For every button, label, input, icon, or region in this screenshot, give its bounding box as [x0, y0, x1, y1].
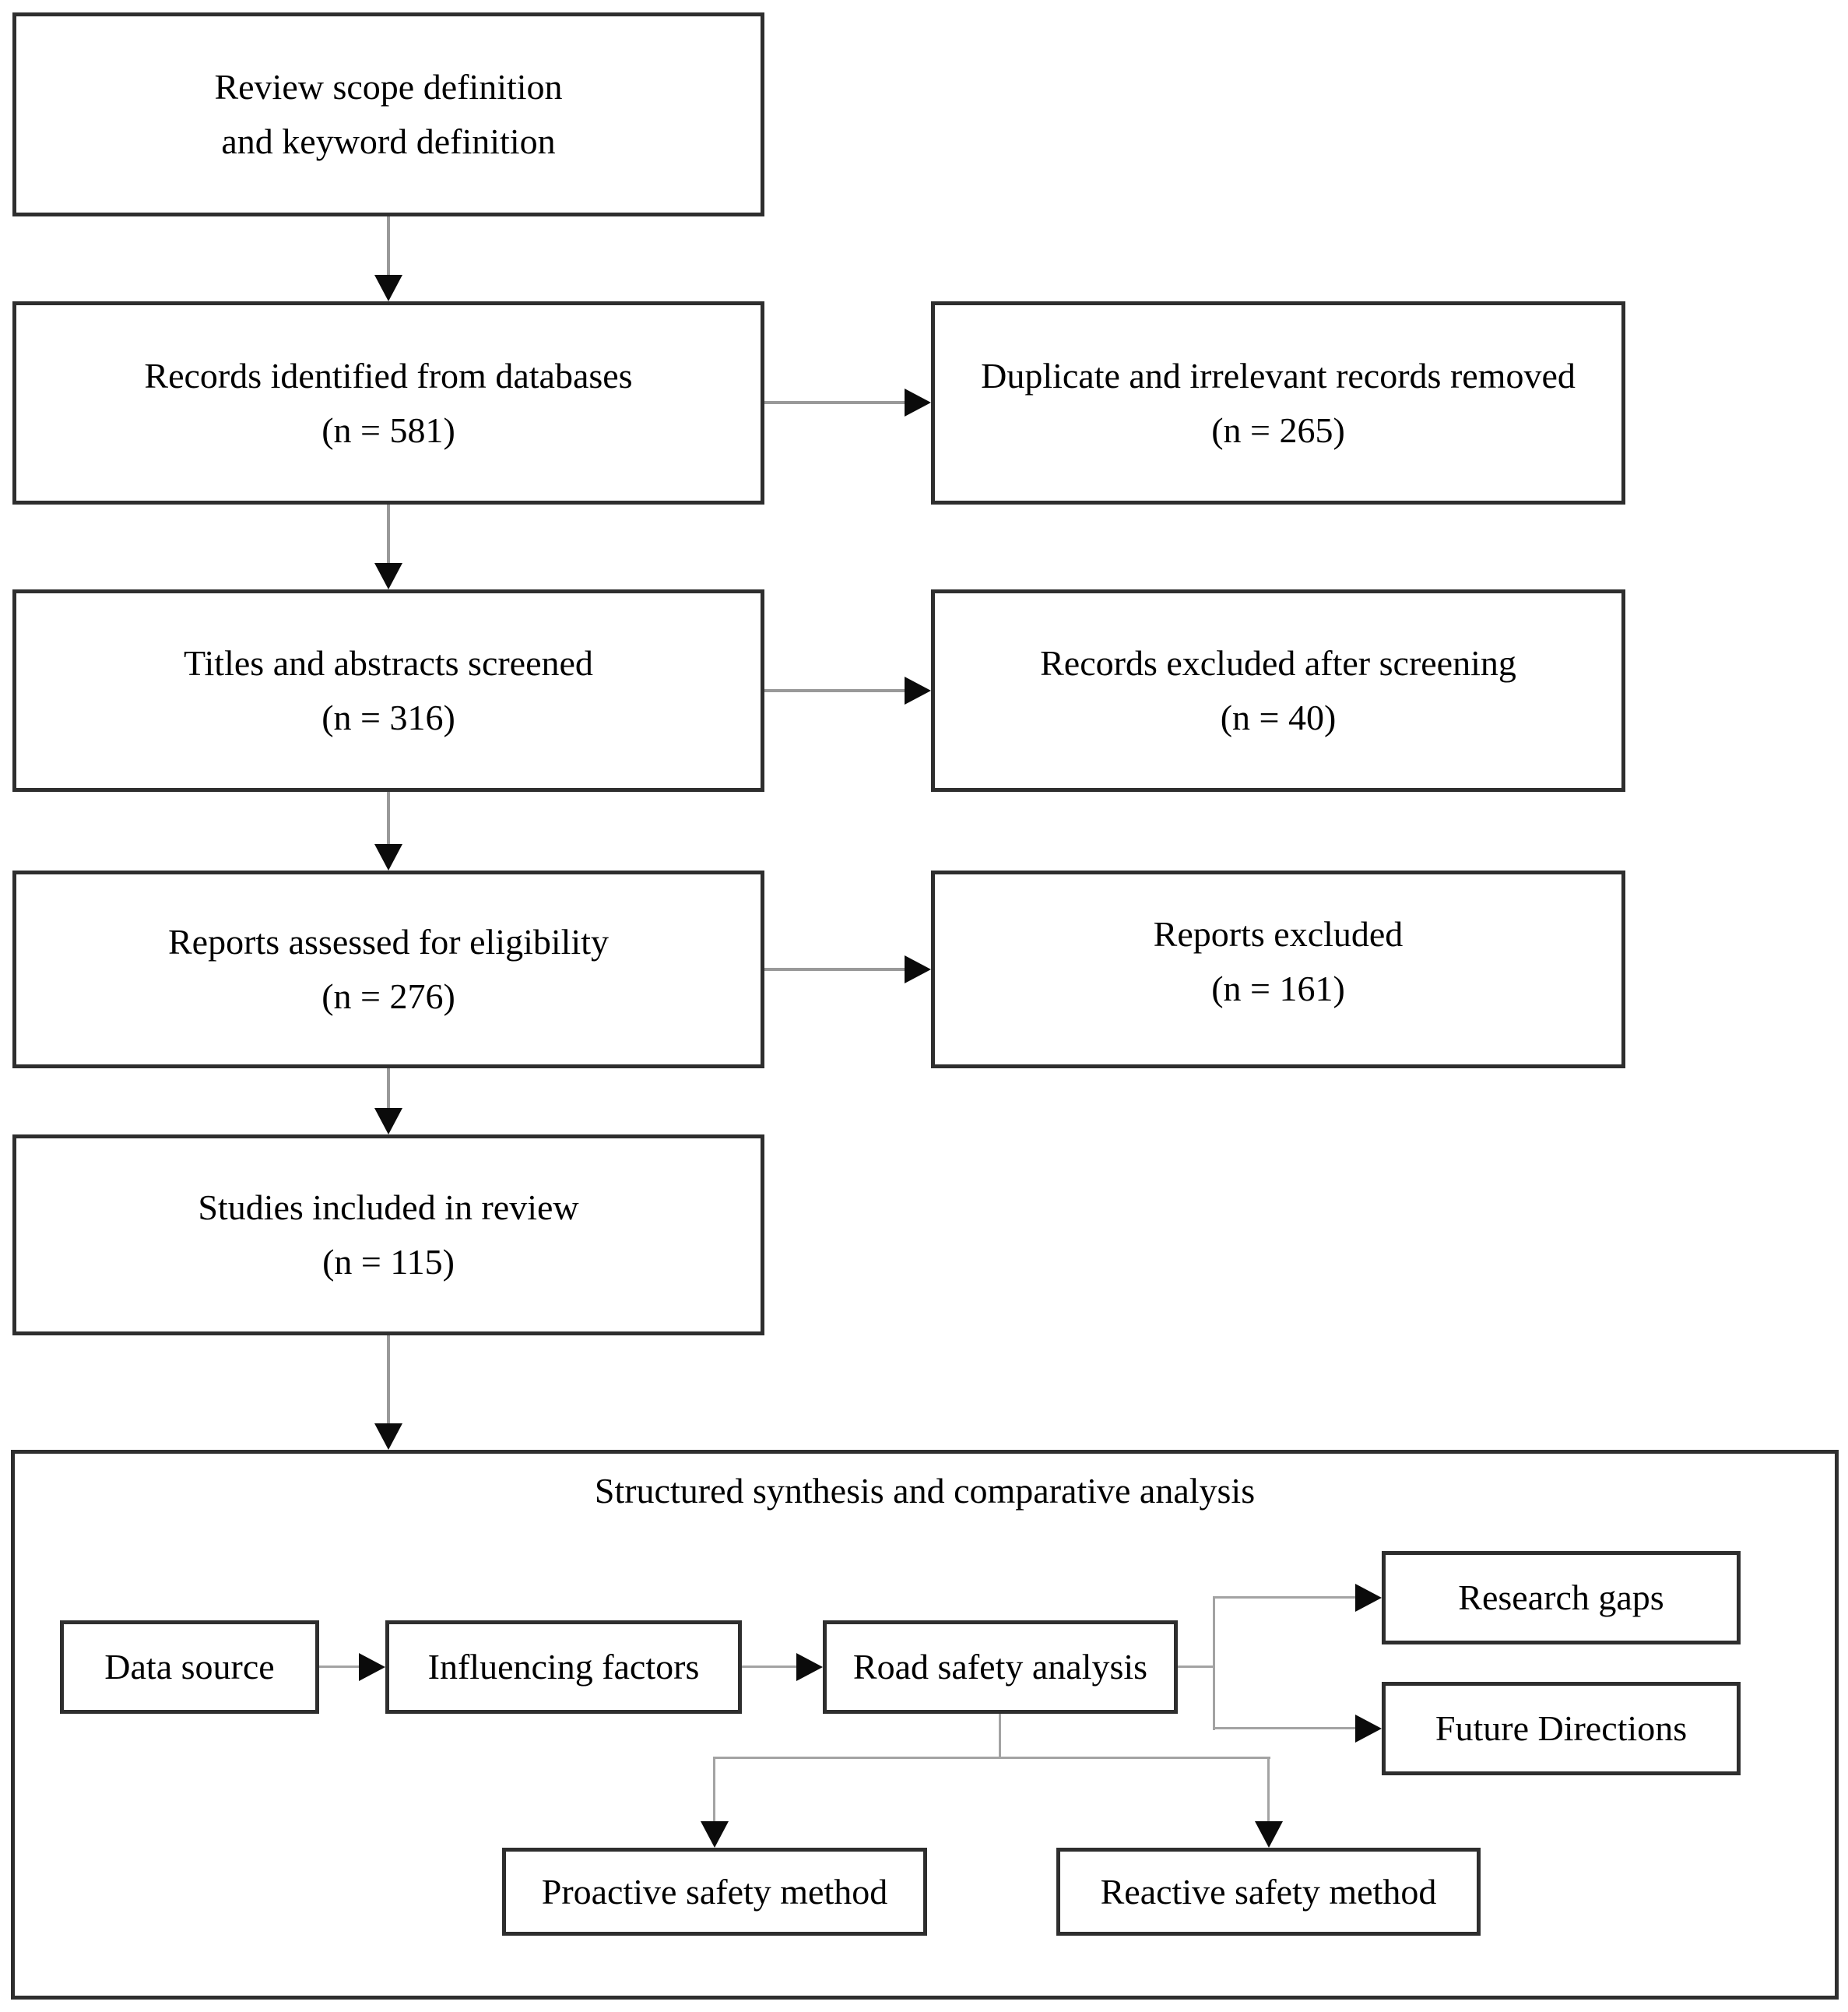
- connector-splitter-to-reactive: [1267, 1757, 1270, 1823]
- arrowhead-screened-to-excluded: [905, 677, 931, 705]
- box-reports-excluded-line1: Reports excluded: [1153, 914, 1404, 954]
- arrowhead-junction-to-futuredirections: [1355, 1715, 1382, 1743]
- node-data-source: Data source: [60, 1620, 319, 1714]
- node-influencing-factors-label: Influencing factors: [427, 1647, 700, 1687]
- box-duplicates-removed-line1: Duplicate and irrelevant records removed: [981, 355, 1576, 396]
- node-reactive-method-label: Reactive safety method: [1100, 1871, 1437, 1912]
- connector-screened-to-excluded: [764, 689, 905, 692]
- node-reactive-method: Reactive safety method: [1056, 1848, 1481, 1936]
- node-proactive-method: Proactive safety method: [502, 1848, 927, 1936]
- arrowhead-splitter-to-proactive: [701, 1821, 729, 1848]
- box-reports-excluded-count: (n = 161): [1211, 968, 1345, 1008]
- arrowhead-datasource-to-influencing: [359, 1653, 385, 1681]
- box-review-scope-line2: and keyword definition: [221, 121, 556, 161]
- box-studies-included-line1: Studies included in review: [198, 1187, 579, 1228]
- connector-splitter-to-proactive: [713, 1757, 715, 1823]
- connector-influencing-to-roadsafety: [742, 1666, 799, 1668]
- node-future-directions: Future Directions: [1382, 1682, 1741, 1775]
- connector-included-to-synthesis: [387, 1335, 390, 1425]
- connector-identified-to-removed: [764, 401, 905, 404]
- box-records-excluded-line1: Records excluded after screening: [1040, 643, 1516, 684]
- node-road-safety-analysis-label: Road safety analysis: [852, 1647, 1148, 1687]
- connector-roadsafety-down: [999, 1714, 1001, 1759]
- arrowhead-identified-to-screened: [374, 563, 402, 589]
- connector-screened-to-assessed: [387, 792, 390, 846]
- arrowhead-splitter-to-reactive: [1255, 1821, 1283, 1848]
- arrowhead-screened-to-assessed: [374, 844, 402, 871]
- box-records-identified: Records identified from databases (n = 5…: [12, 301, 764, 505]
- box-review-scope: Review scope definition and keyword defi…: [12, 12, 764, 216]
- box-records-excluded: Records excluded after screening (n = 40…: [931, 589, 1625, 792]
- arrowhead-included-to-synthesis: [374, 1423, 402, 1450]
- box-reports-excluded: Reports excluded (n = 161): [931, 871, 1625, 1068]
- arrowhead-identified-to-removed: [905, 389, 931, 417]
- box-studies-included-count: (n = 115): [322, 1242, 455, 1282]
- connector-right-branch-vertical: [1213, 1596, 1215, 1730]
- box-review-scope-line1: Review scope definition: [214, 67, 563, 107]
- box-duplicates-removed: Duplicate and irrelevant records removed…: [931, 301, 1625, 505]
- box-titles-screened: Titles and abstracts screened (n = 316): [12, 589, 764, 792]
- connector-identified-to-screened: [387, 505, 390, 565]
- connector-assessed-to-excluded: [764, 968, 905, 971]
- box-records-identified-count: (n = 581): [321, 410, 455, 450]
- connector-roadsafety-to-junction: [1178, 1666, 1215, 1668]
- node-research-gaps-label: Research gaps: [1458, 1578, 1664, 1618]
- node-research-gaps: Research gaps: [1382, 1551, 1741, 1644]
- box-records-excluded-count: (n = 40): [1220, 698, 1337, 737]
- node-data-source-label: Data source: [104, 1647, 275, 1687]
- connector-scope-to-identified: [387, 216, 390, 276]
- box-reports-assessed: Reports assessed for eligibility (n = 27…: [12, 871, 764, 1068]
- arrowhead-assessed-to-excluded: [905, 955, 931, 983]
- box-reports-assessed-line1: Reports assessed for eligibility: [168, 922, 609, 962]
- connector-bottom-splitter: [713, 1757, 1270, 1759]
- node-proactive-method-label: Proactive safety method: [541, 1871, 888, 1912]
- node-influencing-factors: Influencing factors: [385, 1620, 742, 1714]
- arrowhead-junction-to-researchgaps: [1355, 1584, 1382, 1612]
- node-road-safety-analysis: Road safety analysis: [823, 1620, 1178, 1714]
- synthesis-panel-title: Structured synthesis and comparative ana…: [594, 1471, 1256, 1511]
- box-titles-screened-line1: Titles and abstracts screened: [184, 643, 593, 684]
- connector-datasource-to-influencing: [319, 1666, 362, 1668]
- node-future-directions-label: Future Directions: [1435, 1708, 1688, 1749]
- box-records-identified-line1: Records identified from databases: [144, 355, 633, 396]
- connector-junction-to-researchgaps: [1213, 1596, 1358, 1599]
- box-duplicates-removed-count: (n = 265): [1211, 410, 1345, 450]
- box-reports-assessed-count: (n = 276): [321, 976, 455, 1016]
- arrowhead-influencing-to-roadsafety: [796, 1653, 823, 1681]
- connector-junction-to-futuredirections: [1213, 1727, 1358, 1729]
- box-studies-included: Studies included in review (n = 115): [12, 1134, 764, 1335]
- arrowhead-assessed-to-included: [374, 1108, 402, 1134]
- box-titles-screened-count: (n = 316): [321, 698, 455, 737]
- connector-assessed-to-included: [387, 1068, 390, 1110]
- arrowhead-scope-to-identified: [374, 275, 402, 301]
